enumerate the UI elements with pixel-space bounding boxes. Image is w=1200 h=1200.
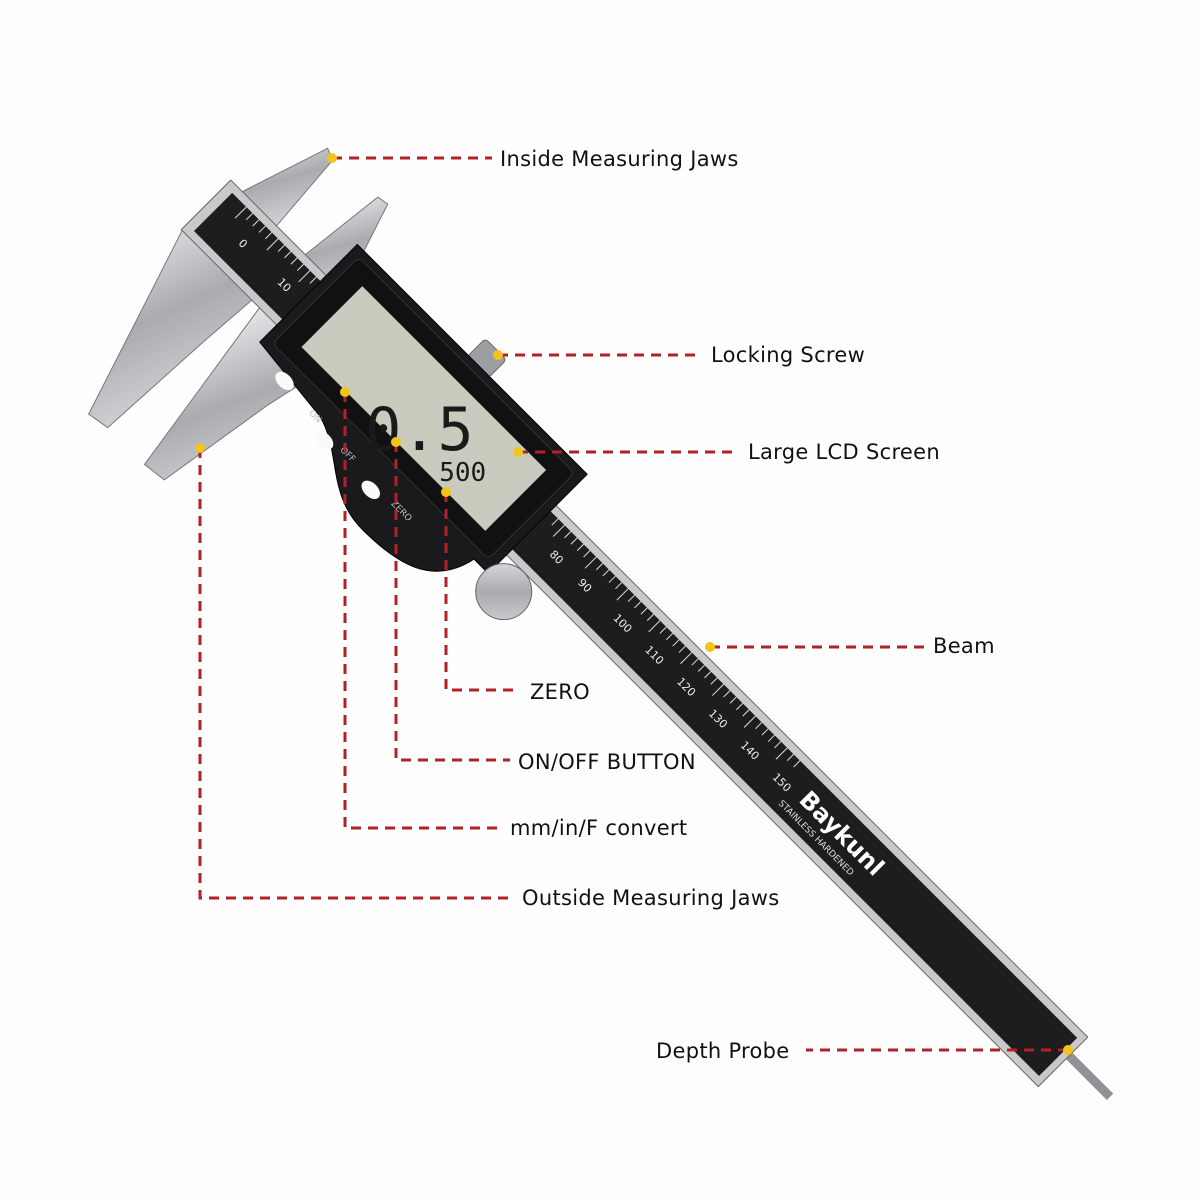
ruler-tick bbox=[743, 715, 756, 728]
leader-outside-jaws bbox=[198, 448, 515, 900]
leader-lines bbox=[198, 156, 1068, 1052]
dot-lcd bbox=[513, 447, 523, 457]
ruler-tick bbox=[296, 263, 304, 271]
ruler-tick bbox=[767, 734, 775, 742]
label-large-lcd-screen: Large LCD Screen bbox=[748, 440, 940, 464]
dot-zero bbox=[441, 487, 451, 497]
label-on-off-button: ON/OFF BUTTON bbox=[518, 750, 696, 774]
ruler-tick bbox=[552, 524, 565, 537]
unit-button[interactable] bbox=[272, 368, 297, 393]
ruler-tick bbox=[697, 664, 705, 672]
ruler-tick bbox=[680, 652, 693, 665]
ruler-tick bbox=[755, 722, 763, 730]
ruler-tick bbox=[298, 270, 311, 283]
ruler-tick bbox=[265, 232, 273, 240]
ruler-tick bbox=[775, 747, 788, 760]
ruler-tick bbox=[640, 607, 648, 615]
ruler-tick bbox=[266, 238, 279, 251]
ruler-tick bbox=[761, 728, 769, 736]
ruler-tick bbox=[616, 588, 629, 601]
dot-inside-jaws bbox=[327, 153, 337, 163]
ruler-tick bbox=[309, 276, 317, 284]
label-depth-probe: Depth Probe bbox=[656, 1039, 790, 1063]
ruler-tick bbox=[608, 575, 616, 583]
ruler-tick bbox=[793, 760, 801, 768]
ruler-tick bbox=[691, 658, 699, 666]
ruler-tick bbox=[723, 690, 731, 698]
zero-button-knob[interactable] bbox=[358, 477, 383, 502]
leader-zero bbox=[444, 492, 518, 692]
label-inside-measuring-jaws: Inside Measuring Jaws bbox=[500, 147, 739, 171]
ruler-tick bbox=[290, 257, 298, 265]
lcd-screen bbox=[301, 286, 547, 531]
ruler-tick bbox=[678, 645, 686, 653]
depth-probe-rod bbox=[1057, 1044, 1114, 1101]
label-unit-convert: mm/in/F convert bbox=[510, 816, 688, 840]
dot-locking-screw bbox=[493, 350, 503, 360]
ruler-tick bbox=[774, 741, 782, 749]
dot-depth-probe bbox=[1063, 1045, 1073, 1055]
ruler-tick bbox=[710, 677, 718, 685]
ruler-tick bbox=[648, 620, 661, 633]
ruler-tick bbox=[615, 582, 623, 590]
ruler-tick bbox=[786, 753, 794, 761]
ruler-tick bbox=[551, 518, 559, 526]
ruler-tick bbox=[595, 562, 604, 571]
thumb-wheel[interactable] bbox=[464, 552, 543, 631]
ruler-tick bbox=[583, 550, 591, 558]
ruler-tick bbox=[602, 569, 610, 577]
ruler-tick bbox=[735, 703, 744, 711]
lcd-sub-reading: 500 bbox=[439, 458, 486, 488]
label-locking-screw: Locking Screw bbox=[711, 343, 866, 367]
dot-beam bbox=[705, 642, 715, 652]
label-outside-measuring-jaws: Outside Measuring Jaws bbox=[522, 886, 780, 910]
ruler-tick bbox=[277, 244, 285, 252]
callout-dots bbox=[195, 153, 1073, 1055]
ruler-tick bbox=[634, 601, 642, 609]
ruler-tick bbox=[704, 671, 712, 679]
ruler-tick bbox=[711, 683, 724, 696]
ruler-tick bbox=[245, 212, 254, 221]
ruler-tick bbox=[576, 543, 584, 551]
label-zero: ZERO bbox=[530, 680, 590, 704]
leader-unit-convert bbox=[343, 392, 500, 830]
label-beam: Beam bbox=[933, 634, 995, 658]
ruler-tick bbox=[284, 251, 292, 259]
ruler-tick bbox=[258, 225, 266, 233]
ruler-tick bbox=[584, 556, 597, 569]
dot-outside-jaws bbox=[195, 443, 205, 453]
ruler-tick bbox=[665, 633, 674, 641]
ruler-tick bbox=[570, 537, 578, 545]
ruler-tick bbox=[729, 696, 737, 704]
ruler-tick bbox=[252, 219, 260, 227]
ruler-tick bbox=[234, 206, 247, 219]
lcd-main-reading: 0.5 bbox=[365, 395, 473, 465]
ruler-tick bbox=[742, 709, 750, 717]
ruler-tick bbox=[564, 531, 572, 539]
ruler-tick bbox=[659, 626, 667, 634]
dot-unit-convert bbox=[340, 387, 350, 397]
ruler-tick bbox=[646, 613, 654, 621]
dot-on-off bbox=[391, 437, 401, 447]
leader-on-off bbox=[394, 442, 510, 762]
ruler-tick bbox=[627, 594, 635, 602]
ruler-tick bbox=[672, 639, 680, 647]
on-off-button[interactable] bbox=[311, 428, 336, 453]
